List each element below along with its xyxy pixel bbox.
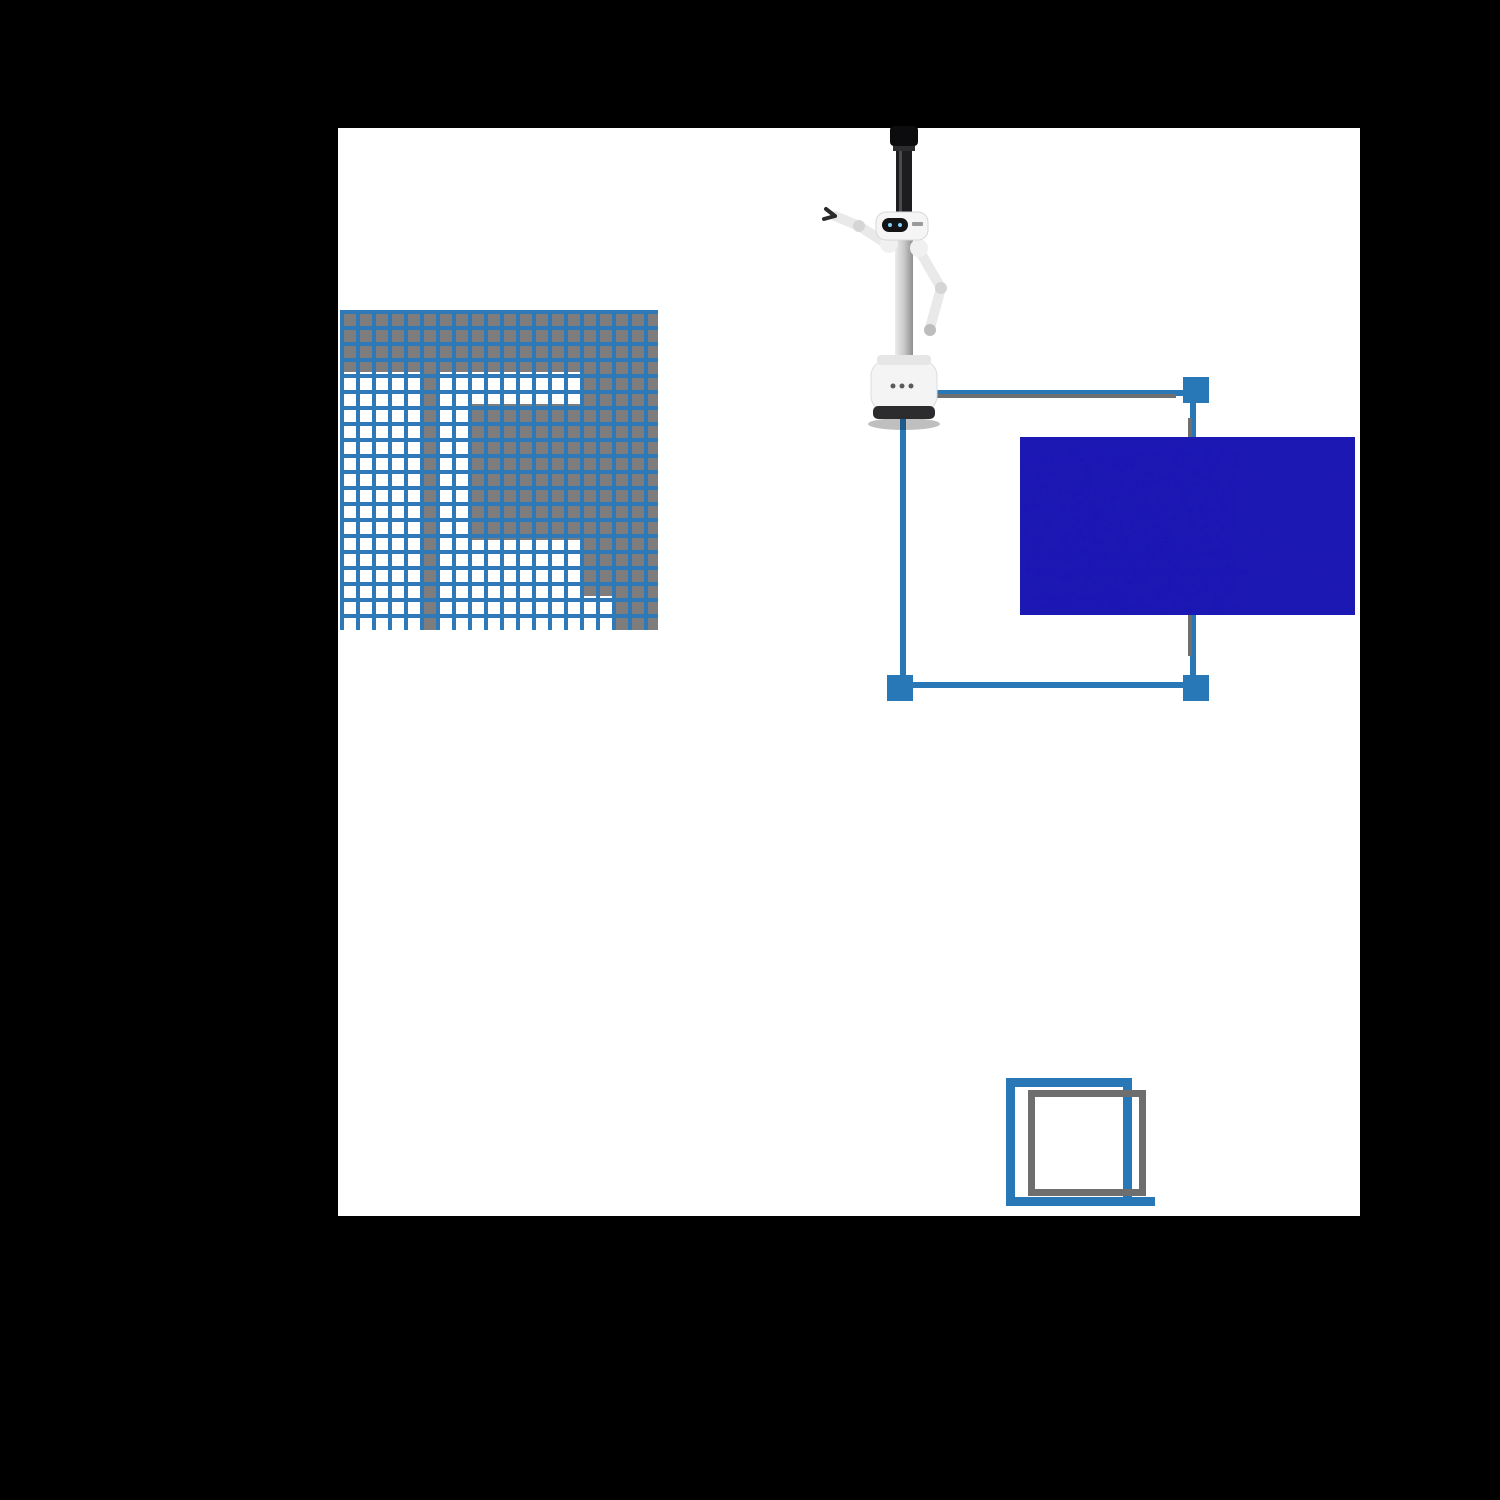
selection-box-top-accent — [928, 394, 1176, 398]
gray-outline-square[interactable] — [1028, 1090, 1146, 1196]
robot-right-shoulder — [910, 239, 928, 257]
occupancy-grid — [340, 310, 658, 630]
robot-eye-left — [888, 223, 892, 227]
robot-visor — [882, 218, 908, 232]
robot-illustration — [822, 126, 947, 430]
selection-handle-bottom-right[interactable] — [1183, 675, 1209, 701]
point-cloud — [1020, 437, 1355, 615]
robot-sensor-dot — [890, 383, 896, 389]
blue-square-extension — [1006, 1197, 1155, 1206]
robot-brand-mark — [912, 222, 923, 226]
map-canvas — [338, 128, 1360, 1216]
robot[interactable] — [815, 122, 975, 432]
robot-left-elbow-joint — [853, 220, 865, 232]
robot-sensor-dot — [899, 383, 905, 389]
robot-cap-ring — [893, 146, 915, 151]
robot-right-wrist-joint — [924, 324, 936, 336]
robot-lower-mast — [895, 234, 913, 374]
robot-mast-cap — [890, 126, 918, 146]
selection-handle-bottom-left[interactable] — [887, 675, 913, 701]
robot-left-gripper — [822, 207, 837, 221]
grid-lines — [340, 310, 658, 630]
selection-handle-top-right[interactable] — [1183, 377, 1209, 403]
robot-shadow — [868, 418, 940, 430]
robot-base-ridge — [877, 355, 931, 365]
robot-mast-highlight — [899, 148, 902, 234]
robot-sensor-dot — [908, 383, 914, 389]
robot-right-elbow-joint — [935, 282, 947, 294]
robot-base-skirt — [873, 406, 935, 419]
robot-eye-right — [898, 223, 902, 227]
